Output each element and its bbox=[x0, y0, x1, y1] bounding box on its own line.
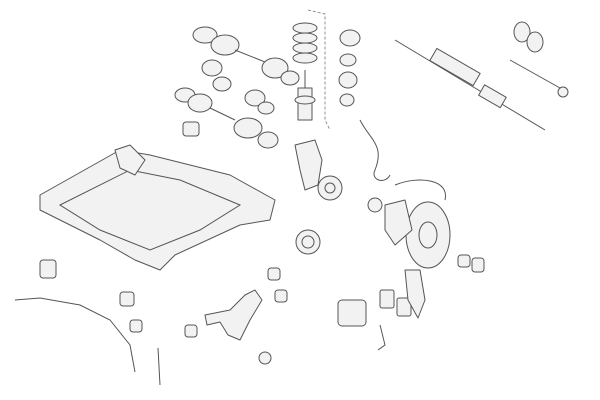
control-arm-bushes[interactable] bbox=[119, 267, 288, 338]
caliper-carrier[interactable] bbox=[404, 269, 426, 319]
ball-joint[interactable] bbox=[258, 351, 272, 365]
steering-boot-set[interactable] bbox=[513, 21, 544, 53]
abs-sensor-cable[interactable] bbox=[359, 119, 446, 201]
brake-disc[interactable] bbox=[405, 201, 451, 269]
cv-boot-set[interactable] bbox=[201, 59, 275, 115]
caliper-clip[interactable] bbox=[377, 324, 386, 351]
brake-caliper[interactable] bbox=[337, 299, 367, 327]
steering-knuckle[interactable] bbox=[294, 139, 323, 191]
drive-shaft-upper[interactable] bbox=[192, 26, 300, 86]
shock-absorber[interactable] bbox=[294, 70, 316, 121]
hub-nut[interactable] bbox=[367, 197, 383, 213]
tie-rod[interactable] bbox=[509, 59, 569, 98]
brake-pads[interactable] bbox=[379, 289, 412, 317]
coil-spring[interactable] bbox=[292, 22, 318, 64]
subframe-bush[interactable] bbox=[39, 259, 57, 279]
subframe[interactable] bbox=[39, 144, 276, 271]
drive-shaft-lower[interactable] bbox=[174, 87, 279, 149]
bushing-upper[interactable] bbox=[182, 121, 200, 137]
wheel-bearing[interactable] bbox=[295, 229, 321, 255]
wheel-hub[interactable] bbox=[317, 175, 343, 201]
stabilizer-bar[interactable] bbox=[14, 297, 161, 386]
strut-mount-set[interactable] bbox=[338, 29, 361, 107]
strut-guide-line bbox=[307, 9, 331, 131]
lower-control-arm[interactable] bbox=[204, 289, 263, 341]
brake-shield[interactable] bbox=[384, 199, 413, 246]
suspension-bush-small[interactable] bbox=[457, 254, 485, 273]
steering-rack[interactable] bbox=[394, 39, 546, 131]
